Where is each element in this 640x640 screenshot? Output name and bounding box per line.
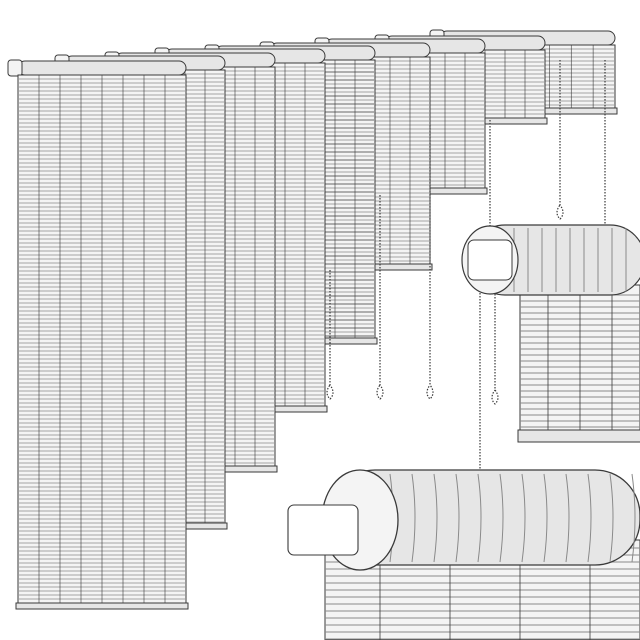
mount-bracket xyxy=(467,239,513,281)
bottom-rail xyxy=(15,602,189,610)
blind-9 xyxy=(7,59,189,610)
bead-chain xyxy=(476,260,484,490)
bottom-rail xyxy=(517,429,640,443)
roller-tube xyxy=(17,60,187,76)
closeup-roller-upper xyxy=(461,224,640,443)
pull-chain-5 xyxy=(376,195,384,400)
pull-chain-4 xyxy=(426,125,434,400)
pull-chain-2 xyxy=(556,60,564,220)
bead-chain xyxy=(326,270,334,400)
bead-chain xyxy=(491,270,499,405)
pull-chain-8 xyxy=(476,260,484,490)
mount-bracket xyxy=(287,504,359,556)
bead-chain xyxy=(376,195,384,400)
bead-chain xyxy=(556,60,564,220)
pull-chain-7 xyxy=(491,270,499,405)
end-cap xyxy=(7,59,23,77)
closeup-roller-lower xyxy=(287,469,640,640)
binding-threads xyxy=(38,75,166,607)
pull-chain-6 xyxy=(326,270,334,400)
bead-chain xyxy=(426,125,434,400)
